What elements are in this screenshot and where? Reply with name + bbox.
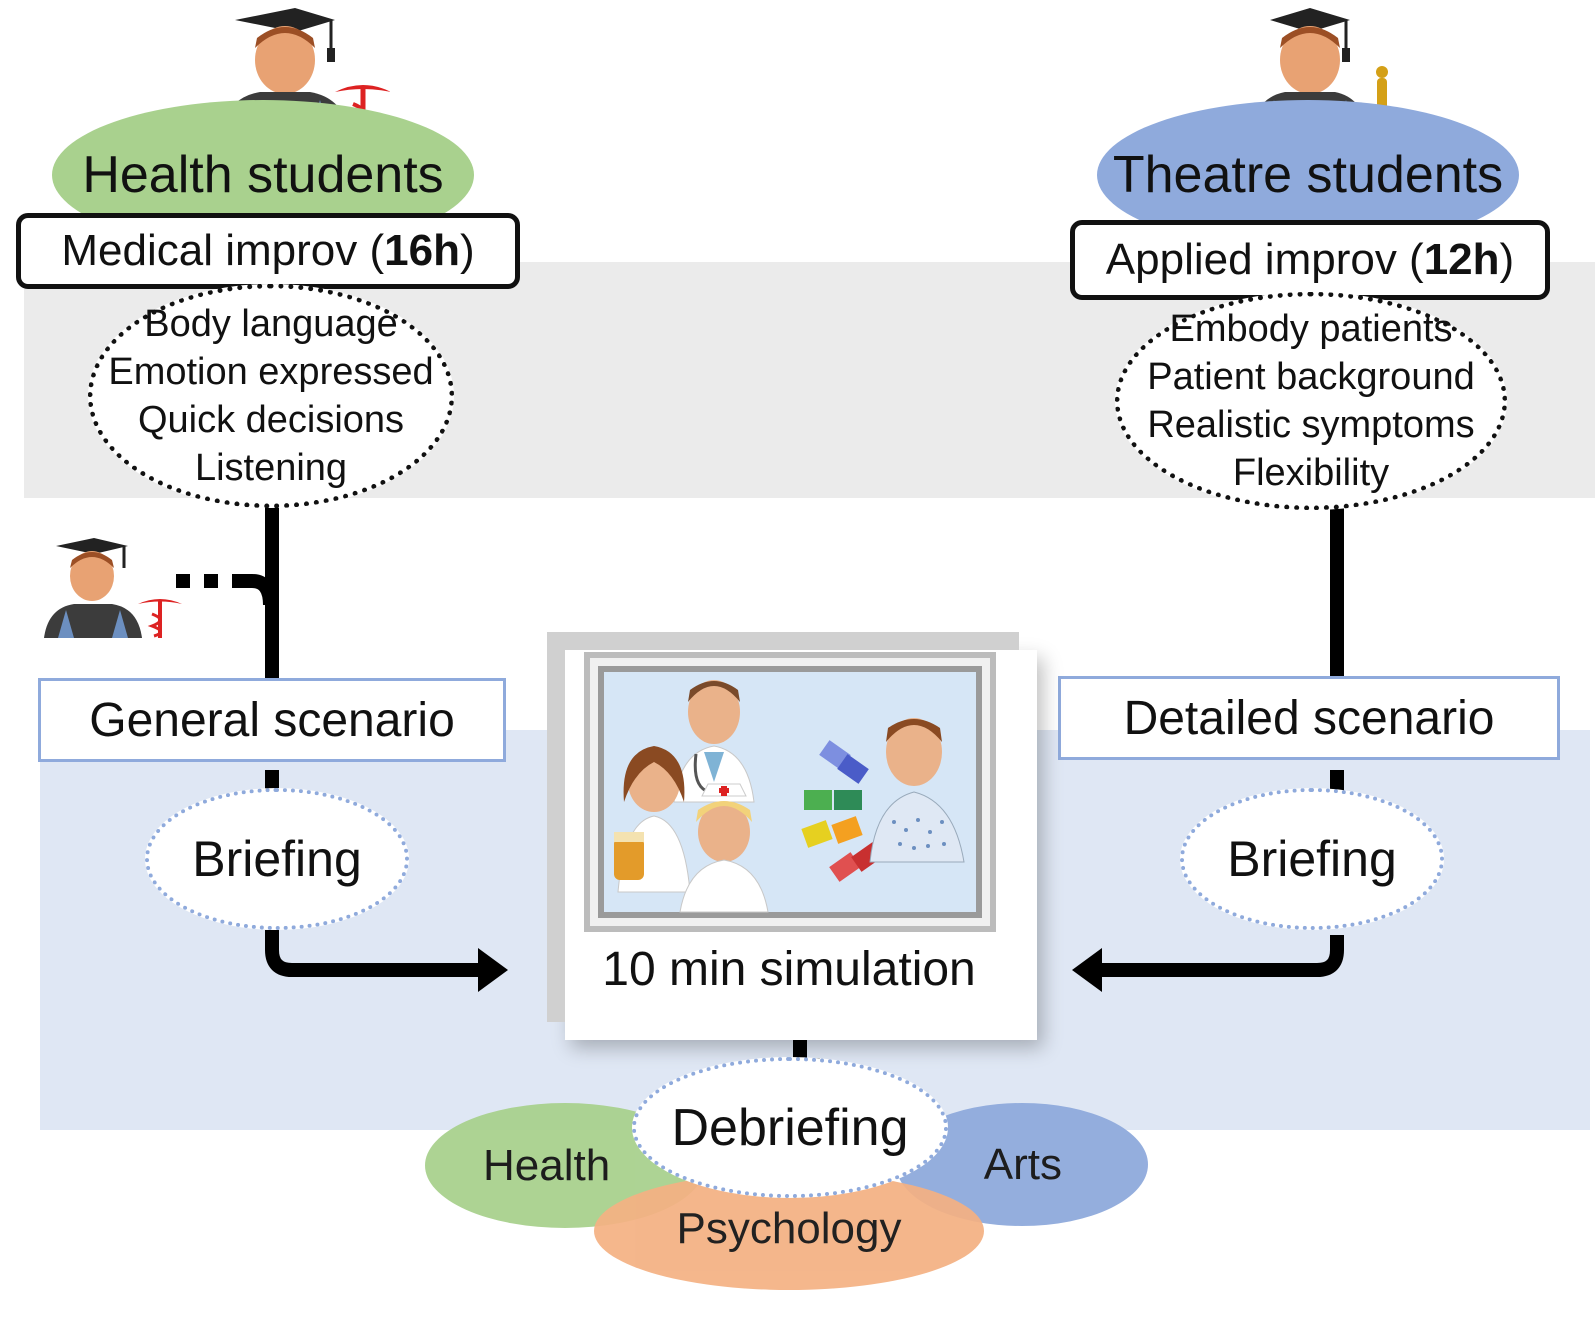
skill-item: Quick decisions xyxy=(137,399,405,441)
right-arrowhead xyxy=(1072,948,1102,992)
dot-2 xyxy=(204,574,218,588)
arts-label: Arts xyxy=(983,1139,1062,1189)
left-briefing-oval: Briefing xyxy=(145,788,409,930)
skill-item: Flexibility xyxy=(1232,452,1390,494)
detailed-scenario-box: Detailed scenario xyxy=(1058,676,1560,760)
psychology-label: Psychology xyxy=(676,1204,902,1253)
skill-item: Body language xyxy=(144,303,398,345)
medical-skills-oval: Body language Emotion expressed Quick de… xyxy=(88,284,454,508)
right-briefing-oval: Briefing xyxy=(1180,788,1444,930)
medical-improv-box: Medical improv (16h) xyxy=(16,213,520,289)
applied-improv-close: ) xyxy=(1499,235,1515,284)
dot-1 xyxy=(176,574,190,588)
left-arrow-line xyxy=(265,930,480,977)
left-join-line xyxy=(232,574,277,606)
simulation-label: 10 min simulation xyxy=(602,943,976,996)
applied-improv-hours: 12h xyxy=(1423,235,1500,284)
debriefing-oval: Debriefing xyxy=(632,1057,948,1198)
skill-item: Listening xyxy=(194,447,348,489)
applied-improv-box: Applied improv (12h) xyxy=(1070,220,1550,300)
left-arrowhead xyxy=(478,948,508,992)
right-arrow-line xyxy=(1100,935,1344,977)
applied-skills-oval: Embody patients Patient background Reali… xyxy=(1115,292,1507,510)
medical-improv-hours: 16h xyxy=(384,226,460,275)
general-scenario-box: General scenario xyxy=(38,678,506,762)
skill-item: Emotion expressed xyxy=(108,351,434,393)
medical-improv-close: ) xyxy=(459,226,475,275)
health-label: Health xyxy=(483,1140,611,1190)
medical-improv-label: Medical improv ( xyxy=(61,226,385,275)
skill-item: Embody patients xyxy=(1169,308,1453,350)
simulation-picture xyxy=(584,652,996,932)
extra-health-student-icon xyxy=(42,538,187,638)
psychology-circle: Psychology xyxy=(594,1172,984,1290)
skill-item: Realistic symptoms xyxy=(1147,404,1475,446)
skill-item: Patient background xyxy=(1147,356,1475,398)
applied-improv-label: Applied improv ( xyxy=(1105,235,1424,284)
